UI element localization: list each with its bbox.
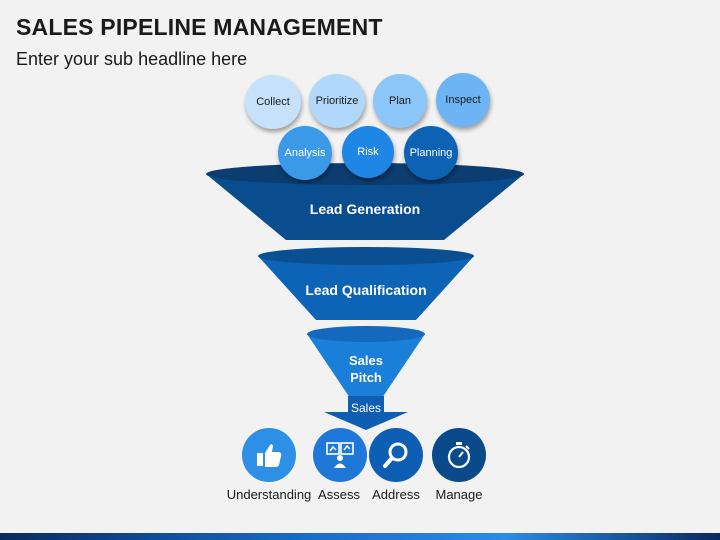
funnel-stage-1-label: Lead Generation — [309, 201, 421, 217]
bubble-prioritize: Prioritize — [309, 74, 365, 128]
icon-label-assess: Assess — [318, 487, 360, 502]
page-title: SALES PIPELINE MANAGEMENT — [16, 14, 383, 40]
page-subtitle: Enter your sub headline here — [16, 49, 248, 69]
funnel-stage-2-body — [258, 256, 474, 320]
icon-label-address: Address — [372, 487, 420, 502]
bubble-label: Analysis — [284, 147, 326, 159]
icon-label-understanding: Understanding — [226, 487, 312, 502]
footer-gradient-bar — [0, 533, 720, 540]
icon-label-manage: Manage — [435, 487, 483, 502]
bubble-label: Collect — [256, 96, 290, 108]
thumbs-up-icon — [257, 444, 282, 467]
bubble-label: Planning — [409, 147, 453, 159]
bubble-inspect: Inspect — [436, 73, 490, 127]
people-board-icon — [326, 442, 354, 468]
magnifier-icon — [383, 442, 408, 468]
bubble-collect: Collect — [245, 75, 301, 129]
funnel-stage-3-rim — [307, 326, 425, 342]
address-circle — [369, 428, 423, 482]
bubble-label: Risk — [357, 146, 379, 158]
funnel-stage-3-body — [307, 334, 425, 398]
funnel-stage-1-body — [206, 174, 524, 240]
bubble-plan: Plan — [373, 74, 427, 128]
bubble-label: Inspect — [445, 94, 481, 106]
bubble-label: Prioritize — [315, 95, 359, 107]
manage-circle — [432, 428, 486, 482]
bubble-analysis: Analysis — [278, 126, 332, 180]
bubble-planning: Planning — [404, 126, 458, 180]
sales-output-label: Sales — [350, 401, 382, 415]
bubble-label: Plan — [388, 95, 412, 107]
sales-arrow — [324, 396, 408, 430]
assess-circle — [313, 428, 367, 482]
funnel-stage-2-rim — [258, 247, 474, 265]
funnel-stage-2-label: Lead Qualification — [305, 282, 427, 298]
understanding-circle — [242, 428, 296, 482]
bubble-risk: Risk — [342, 126, 394, 178]
stopwatch-icon — [447, 442, 471, 469]
